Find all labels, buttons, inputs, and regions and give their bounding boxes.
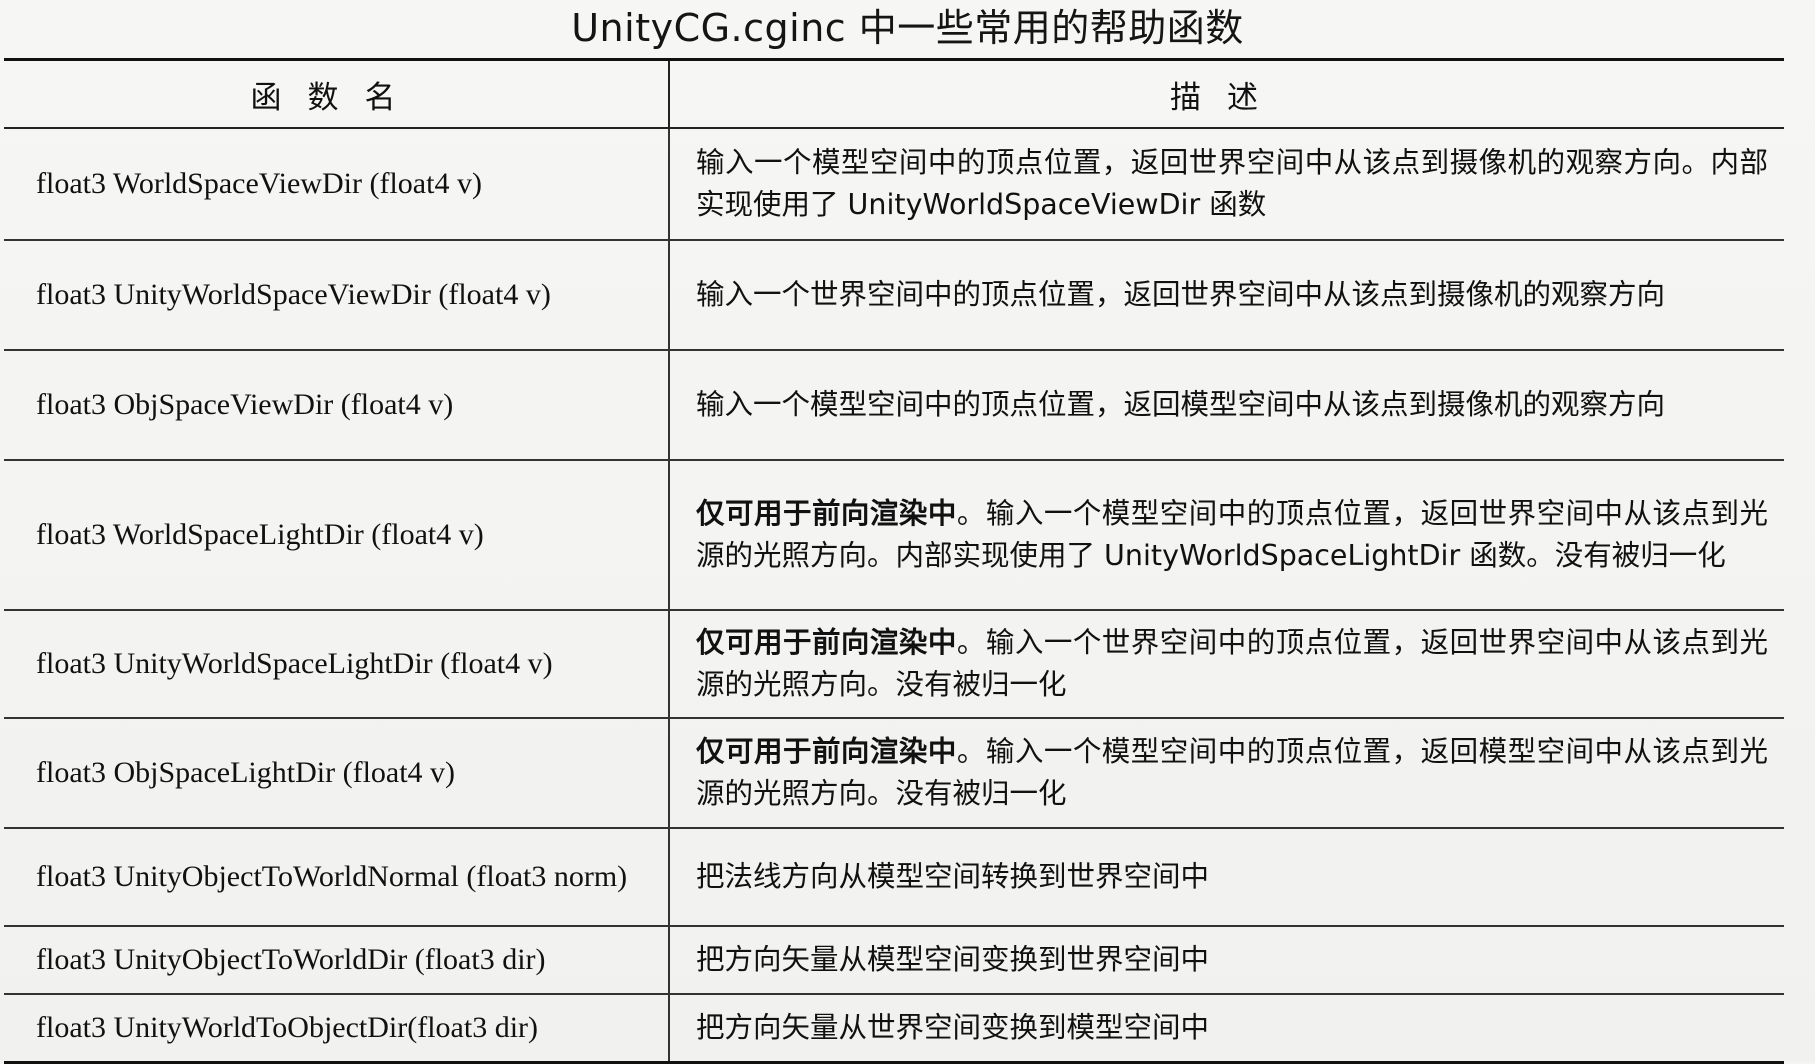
description-text: 。输入一个模型空间中的顶点位置，返回模型空间中从该点到光源的光照方向。没有被归一… xyxy=(696,735,1768,810)
header-function-name: 函数名 xyxy=(4,58,670,129)
description-text: 。输入一个世界空间中的顶点位置，返回世界空间中从该点到光源的光照方向。没有被归一… xyxy=(696,626,1768,701)
table-row: float3 UnityObjectToWorldNormal (float3 … xyxy=(4,828,1784,927)
helper-function-table: 函数名 描述 float3 WorldSpaceViewDir (float4 … xyxy=(4,58,1784,1064)
function-cell: float3 UnityWorldSpaceViewDir (float4 v) xyxy=(4,240,670,351)
description-bold-text: 仅可用于前向渲染中 xyxy=(696,626,957,659)
description-text: 把法线方向从模型空间转换到世界空间中 xyxy=(696,860,1210,893)
function-cell: float3 ObjSpaceViewDir (float4 v) xyxy=(4,350,670,461)
description-text: 把方向矢量从模型空间变换到世界空间中 xyxy=(696,943,1210,976)
table-row: float3 WorldSpaceLightDir (float4 v) 仅可用… xyxy=(4,460,1784,611)
header-description: 描述 xyxy=(669,58,1784,129)
table-row: float3 UnityWorldToObjectDir(float3 dir)… xyxy=(4,994,1784,1064)
table-row: float3 ObjSpaceViewDir (float4 v) 输入一个模型… xyxy=(4,350,1784,461)
description-text: 输入一个模型空间中的顶点位置，返回世界空间中从该点到摄像机的观察方向。内部实现使… xyxy=(696,146,1768,221)
function-cell: float3 UnityWorldSpaceLightDir (float4 v… xyxy=(4,610,670,719)
function-cell: float3 WorldSpaceViewDir (float4 v) xyxy=(4,128,670,241)
table-header-row: 函数名 描述 xyxy=(4,58,1784,129)
description-cell: 仅可用于前向渲染中。输入一个模型空间中的顶点位置，返回模型空间中从该点到光源的光… xyxy=(669,718,1784,829)
function-cell: float3 ObjSpaceLightDir (float4 v) xyxy=(4,718,670,829)
description-bold-text: 仅可用于前向渲染中 xyxy=(696,497,957,530)
description-cell: 把法线方向从模型空间转换到世界空间中 xyxy=(669,828,1784,927)
table-row: float3 UnityWorldSpaceViewDir (float4 v)… xyxy=(4,240,1784,351)
table-row: float3 UnityObjectToWorldDir (float3 dir… xyxy=(4,926,1784,995)
description-cell: 仅可用于前向渲染中。输入一个世界空间中的顶点位置，返回世界空间中从该点到光源的光… xyxy=(669,610,1784,719)
description-cell: 把方向矢量从世界空间变换到模型空间中 xyxy=(669,994,1784,1064)
table-caption: UnityCG.cginc 中一些常用的帮助函数 xyxy=(571,6,1244,50)
description-text: 。输入一个模型空间中的顶点位置，返回世界空间中从该点到光源的光照方向。内部实现使… xyxy=(696,497,1768,572)
function-cell: float3 WorldSpaceLightDir (float4 v) xyxy=(4,460,670,611)
description-bold-text: 仅可用于前向渲染中 xyxy=(696,735,957,768)
description-text: 把方向矢量从世界空间变换到模型空间中 xyxy=(696,1011,1210,1044)
description-text: 输入一个世界空间中的顶点位置，返回世界空间中从该点到摄像机的观察方向 xyxy=(696,278,1666,311)
table-row: float3 WorldSpaceViewDir (float4 v) 输入一个… xyxy=(4,128,1784,241)
description-cell: 把方向矢量从模型空间变换到世界空间中 xyxy=(669,926,1784,995)
description-cell: 仅可用于前向渲染中。输入一个模型空间中的顶点位置，返回世界空间中从该点到光源的光… xyxy=(669,460,1784,611)
helper-function-table-container: 函数名 描述 float3 WorldSpaceViewDir (float4 … xyxy=(4,58,1784,1064)
description-cell: 输入一个模型空间中的顶点位置，返回模型空间中从该点到摄像机的观察方向 xyxy=(669,350,1784,461)
function-cell: float3 UnityObjectToWorldDir (float3 dir… xyxy=(4,926,670,995)
description-cell: 输入一个世界空间中的顶点位置，返回世界空间中从该点到摄像机的观察方向 xyxy=(669,240,1784,351)
description-text: 输入一个模型空间中的顶点位置，返回模型空间中从该点到摄像机的观察方向 xyxy=(696,388,1666,421)
table-row: float3 UnityWorldSpaceLightDir (float4 v… xyxy=(4,610,1784,719)
function-cell: float3 UnityObjectToWorldNormal (float3 … xyxy=(4,828,670,927)
function-cell: float3 UnityWorldToObjectDir(float3 dir) xyxy=(4,994,670,1064)
table-row: float3 ObjSpaceLightDir (float4 v) 仅可用于前… xyxy=(4,718,1784,829)
description-cell: 输入一个模型空间中的顶点位置，返回世界空间中从该点到摄像机的观察方向。内部实现使… xyxy=(669,128,1784,241)
